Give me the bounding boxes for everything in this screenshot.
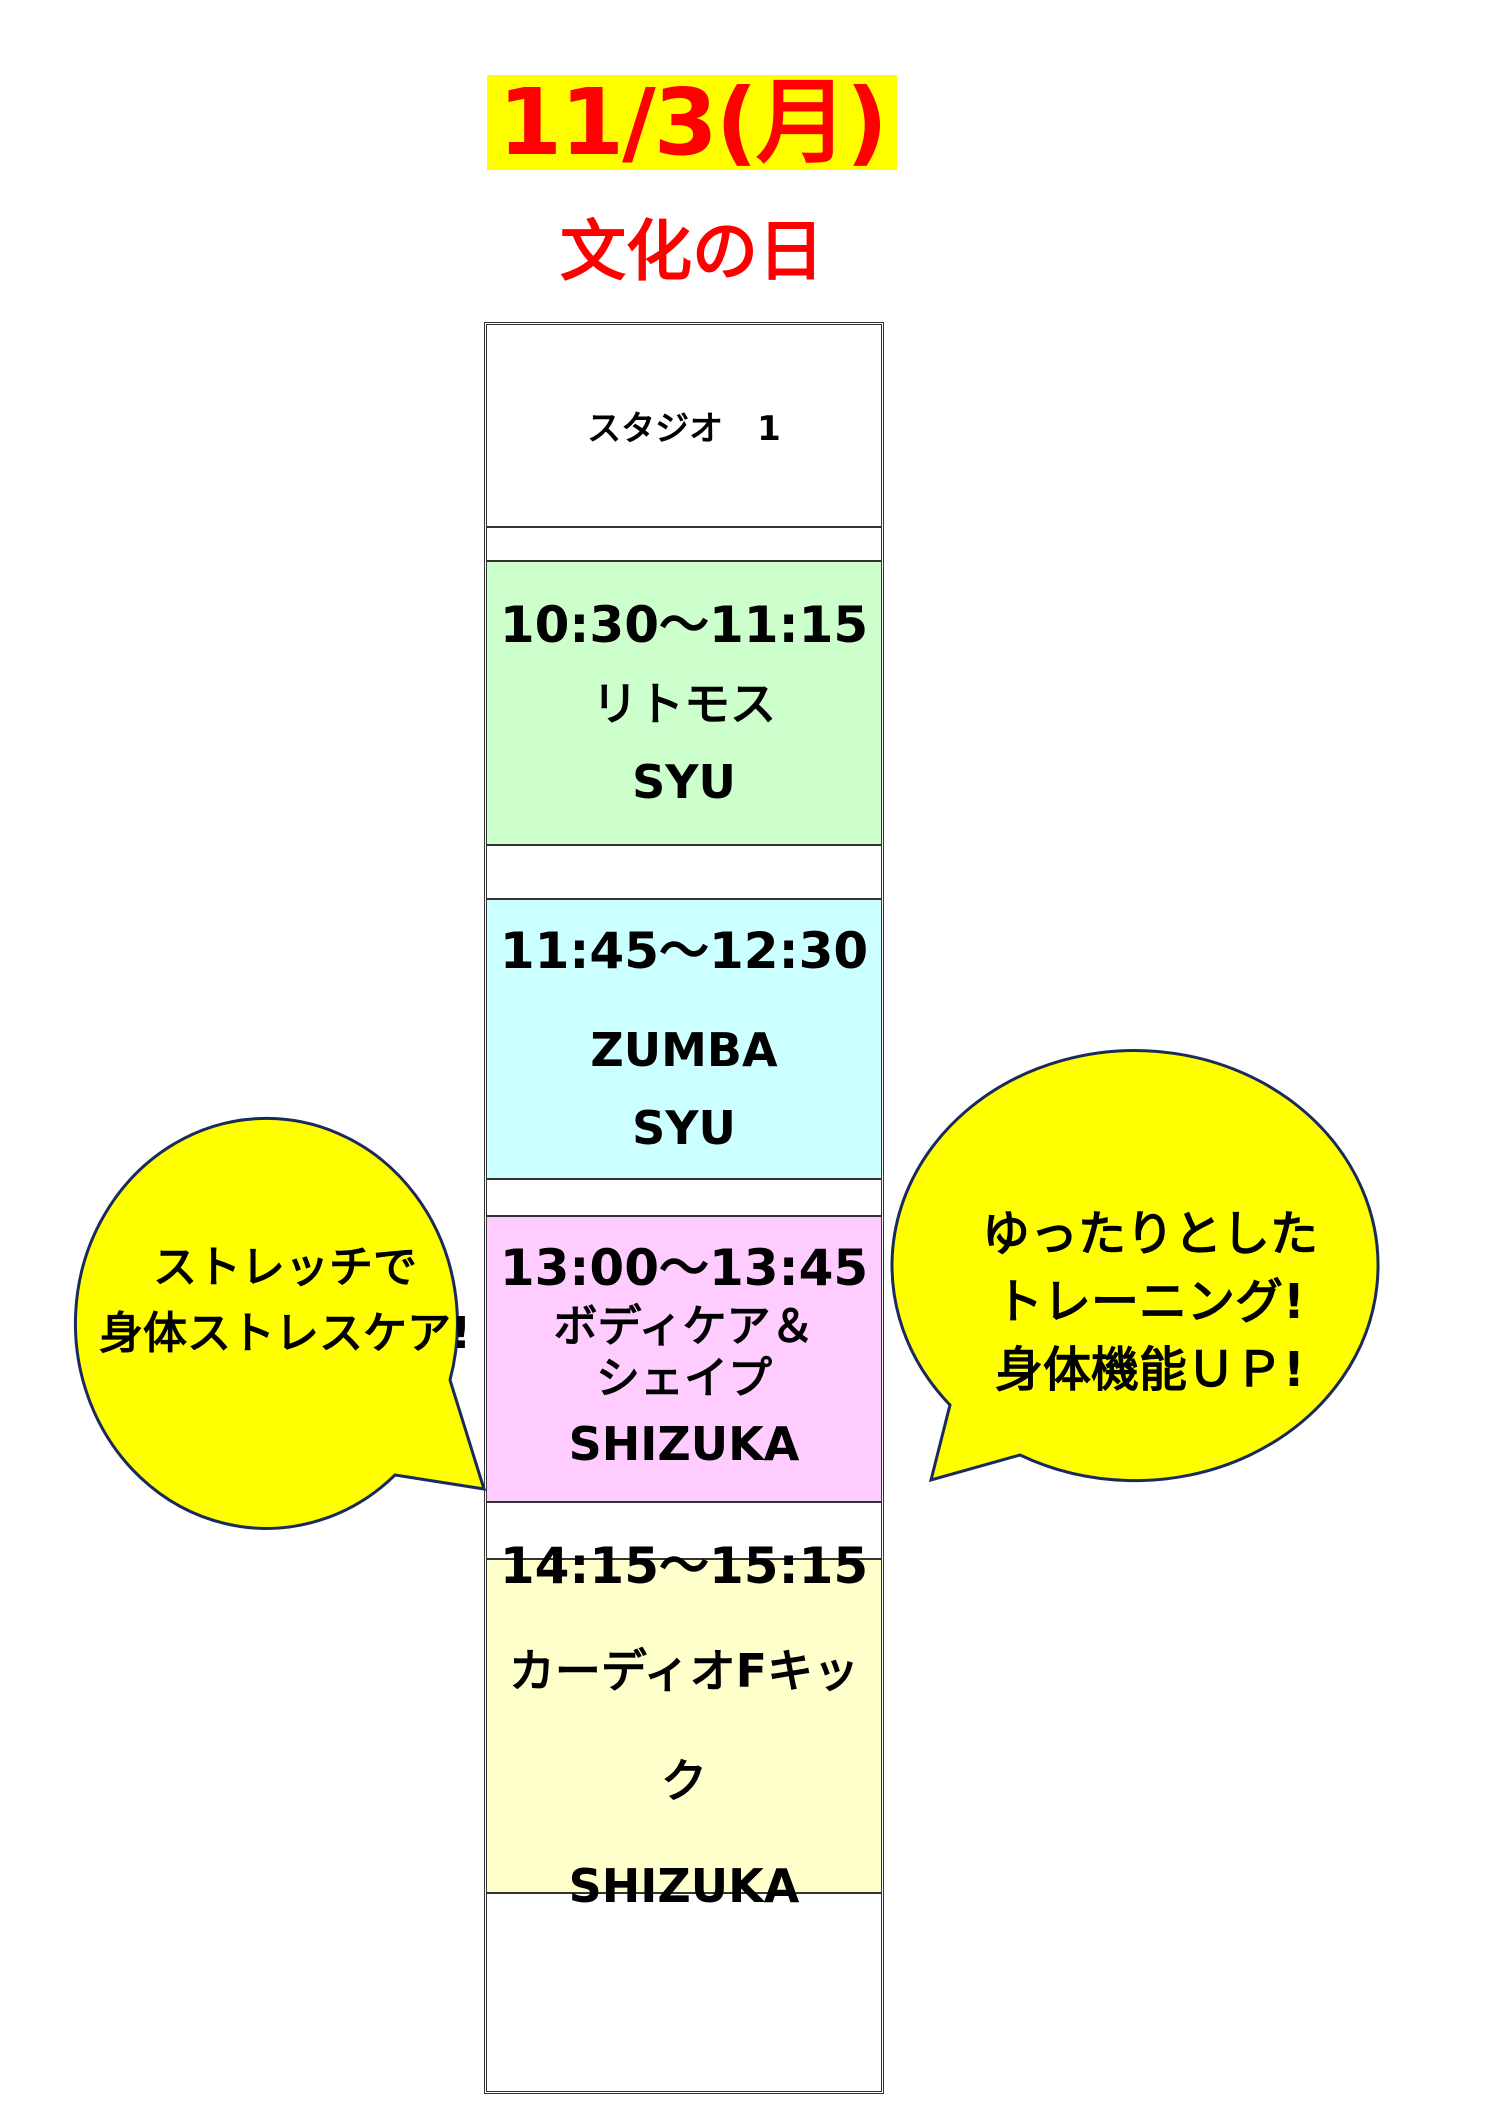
spacer-row bbox=[487, 528, 881, 562]
class-instructor: SYU bbox=[632, 755, 736, 809]
holiday-title: 文化の日 bbox=[560, 213, 824, 290]
class-cell: 11:45～12:30 ZUMBA SYU bbox=[487, 900, 881, 1180]
right-bubble-text: ゆったりとした トレーニング! 身体機能ＵＰ! bbox=[930, 1200, 1370, 1404]
bubble-line: ゆったりとした bbox=[981, 1206, 1318, 1262]
class-instructor: SHIZUKA bbox=[568, 1859, 800, 1913]
right-speech-bubble bbox=[890, 1049, 1380, 1483]
class-name: ZUMBA bbox=[590, 1023, 778, 1077]
class-time: 13:00～13:45 bbox=[499, 1239, 869, 1297]
class-time: 14:15～15:15 bbox=[499, 1537, 869, 1595]
left-speech-bubble bbox=[73, 1116, 487, 1530]
bubble-line: トレーニング! bbox=[995, 1274, 1305, 1330]
class-name: カーディオFキック bbox=[508, 1644, 860, 1808]
studio-header: スタジオ 1 bbox=[487, 325, 881, 528]
bubble-line: ストレッチで bbox=[153, 1242, 417, 1293]
schedule-table: スタジオ 1 10:30～11:15 リトモス SYU 11:45～12:30 … bbox=[484, 322, 884, 2094]
class-name-line2: シェイプ bbox=[596, 1353, 772, 1404]
spacer-row bbox=[487, 1180, 881, 1217]
class-time: 10:30～11:15 bbox=[499, 596, 869, 654]
class-cell: 13:00～13:45 ボディケア＆ シェイプ SHIZUKA bbox=[487, 1217, 881, 1503]
date-banner: 11/3(月) bbox=[487, 75, 897, 170]
spacer-row bbox=[487, 846, 881, 900]
class-cell: 10:30～11:15 リトモス SYU bbox=[487, 562, 881, 846]
class-name: ボディケア＆ bbox=[553, 1301, 815, 1352]
class-instructor: SHIZUKA bbox=[568, 1417, 800, 1471]
bubble-line: 身体ストレスケア! bbox=[98, 1308, 472, 1359]
class-cell: 14:15～15:15 カーディオFキック SHIZUKA bbox=[487, 1537, 881, 1913]
class-instructor: SYU bbox=[632, 1101, 736, 1155]
bubble-line: 身体機能ＵＰ! bbox=[995, 1342, 1305, 1398]
class-time: 11:45～12:30 bbox=[499, 922, 869, 980]
studio-label: スタジオ 1 bbox=[587, 409, 781, 449]
spacer-row bbox=[487, 1503, 881, 1560]
left-bubble-text: ストレッチで 身体ストレスケア! bbox=[95, 1235, 475, 1367]
class-name: リトモス bbox=[592, 677, 776, 731]
